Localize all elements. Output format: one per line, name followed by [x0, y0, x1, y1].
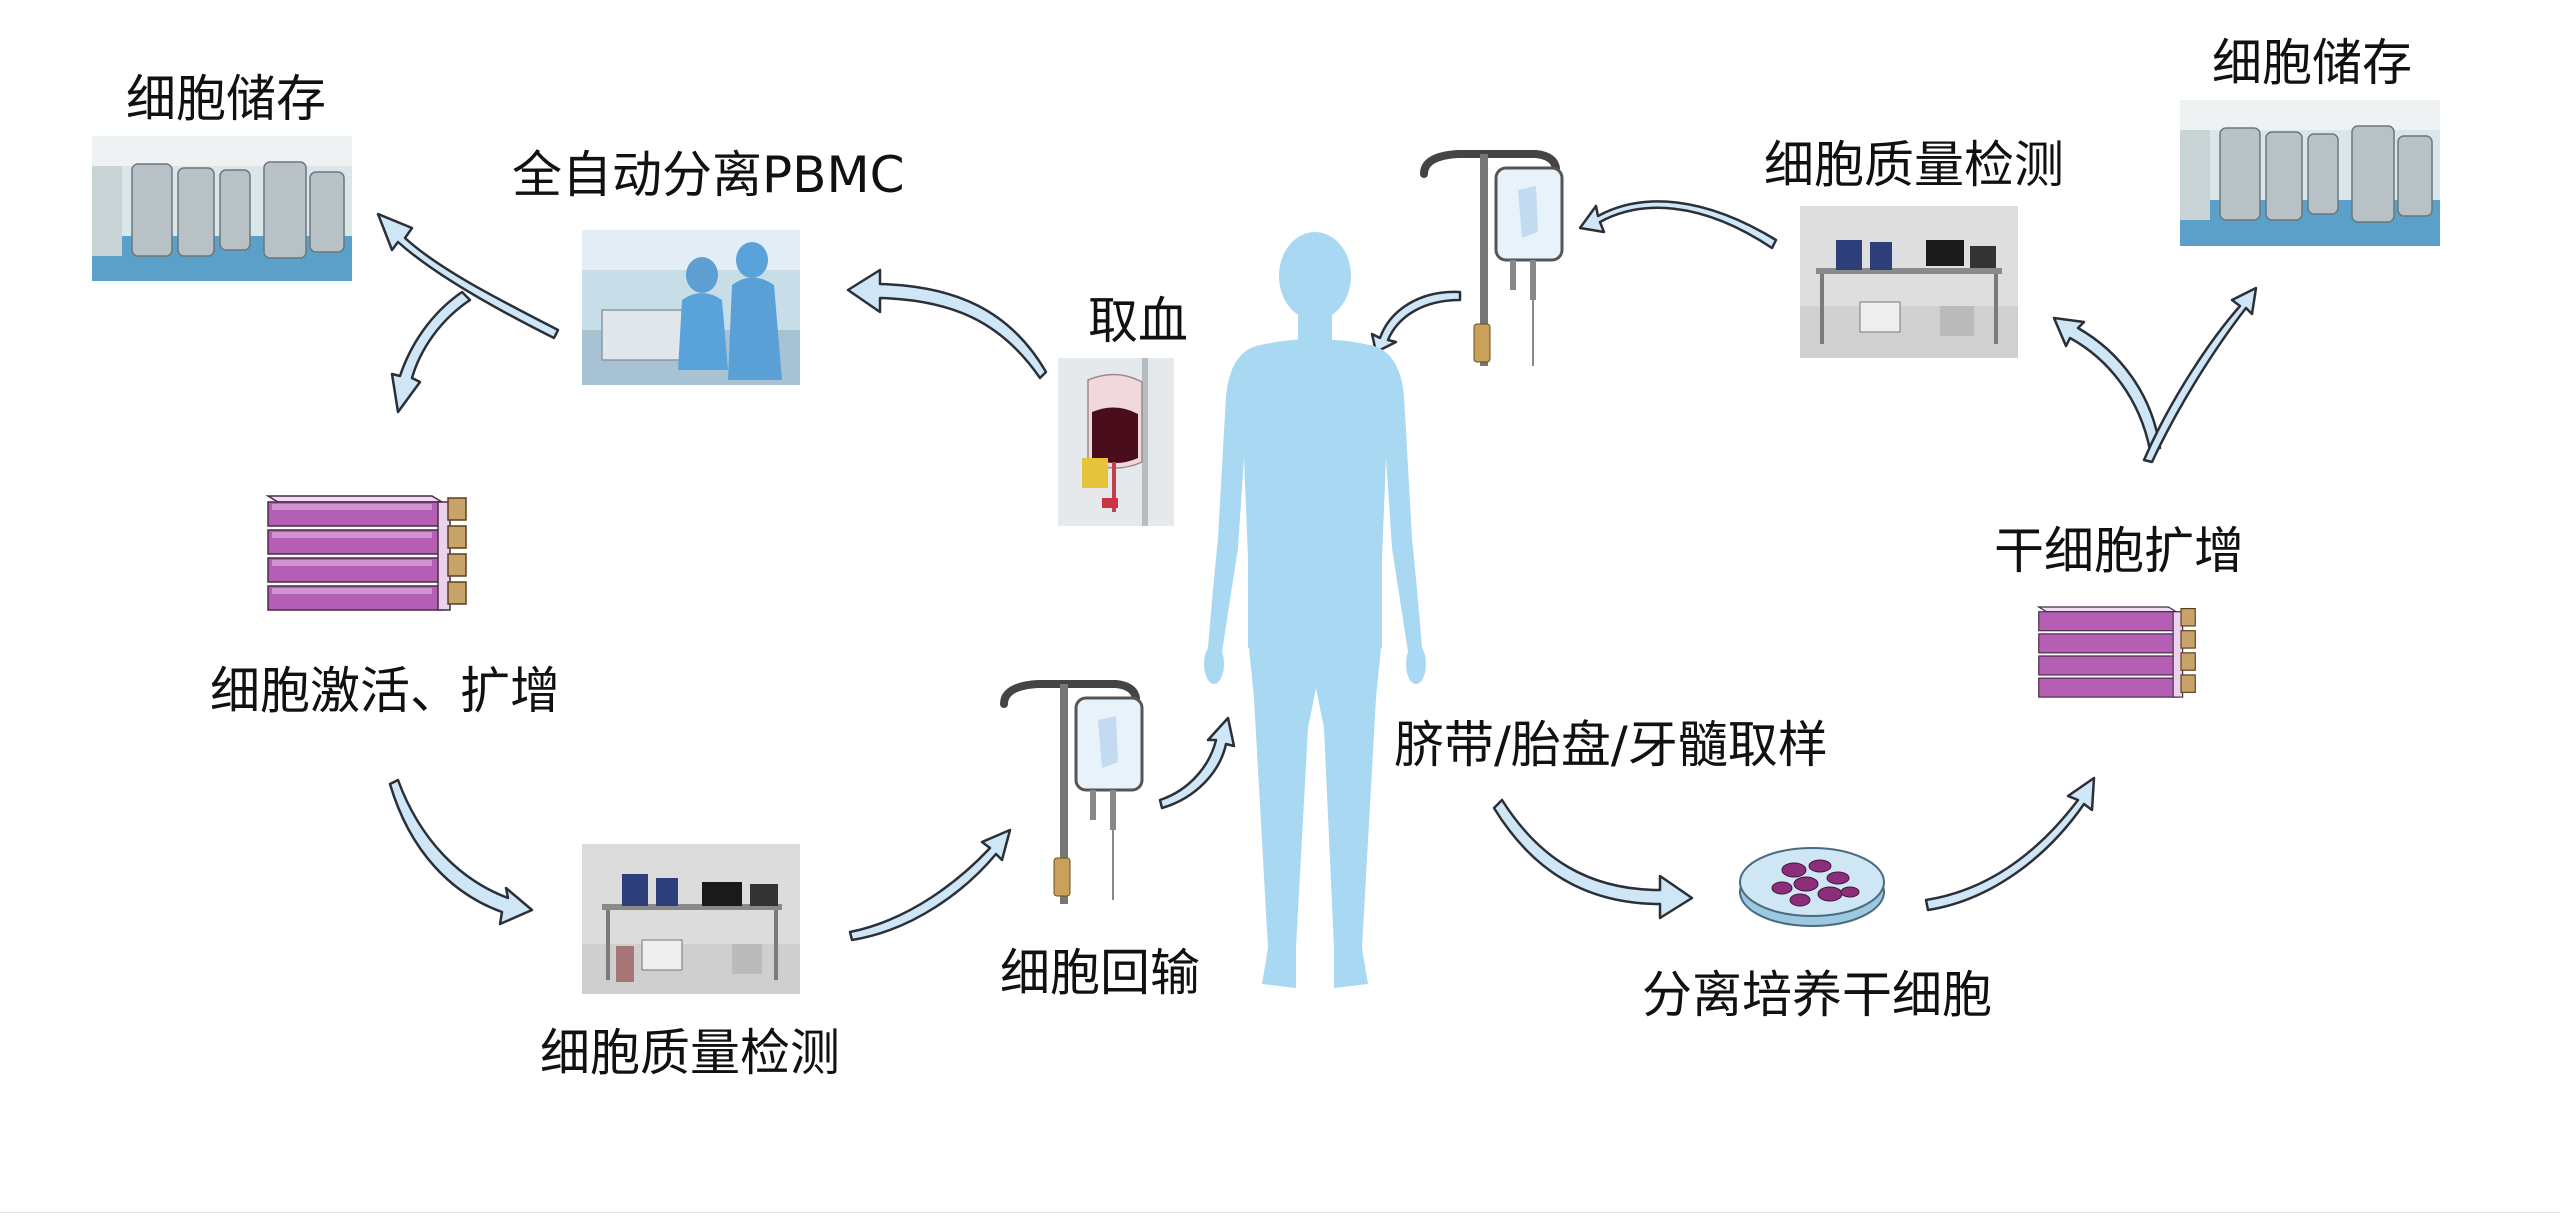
arrow-sampling-to-dish	[1492, 798, 1694, 920]
arrow-expansion-to-qc	[2052, 316, 2162, 452]
petri-dish-icon	[1734, 830, 1890, 934]
left-qc-label: 细胞质量检测	[540, 1024, 840, 1082]
right-lab-equipment-photo	[1800, 206, 2018, 358]
bottom-border	[0, 1212, 2560, 1213]
arrow-activation-to-qc	[388, 778, 534, 926]
left-storage-label: 细胞储存	[126, 70, 326, 128]
arrow-qc-to-iv	[1578, 200, 1778, 250]
blood-draw-label: 取血	[1088, 292, 1188, 350]
left-culture-flask-stack-icon	[262, 488, 472, 628]
human-body-icon	[1186, 228, 1444, 1012]
isolation-label: 分离培养干细胞	[1642, 966, 1992, 1024]
right-culture-flask-stack-icon	[2034, 600, 2200, 712]
left-cryo-storage-photo	[92, 136, 352, 281]
arrow-qc-to-reinfusion	[848, 828, 1012, 942]
expansion-label: 干细胞扩增	[1994, 522, 2244, 580]
arrow-blood-to-pbmc	[846, 268, 1048, 380]
sampling-label: 脐带/胎盘/牙髓取样	[1394, 716, 1828, 774]
arrow-pbmc-to-storage	[376, 212, 560, 340]
cleanroom-photo	[582, 230, 800, 385]
right-storage-label: 细胞储存	[2212, 34, 2412, 92]
pbmc-label: 全自动分离PBMC	[512, 146, 905, 204]
left-lab-equipment-photo	[582, 844, 800, 994]
right-cryo-storage-photo	[2180, 100, 2440, 246]
arrow-pbmc-to-activation	[390, 290, 472, 414]
reinfusion-iv-stand-icon	[998, 676, 1154, 912]
blood-bag-icon	[1058, 358, 1174, 526]
activation-label: 细胞激活、扩增	[210, 662, 560, 720]
right-qc-label: 细胞质量检测	[1764, 136, 2064, 194]
reinfusion-label: 细胞回输	[1000, 944, 1200, 1002]
arrow-expansion-to-storage	[2142, 286, 2258, 464]
right-iv-stand-icon	[1418, 146, 1574, 374]
arrow-dish-to-expansion	[1924, 776, 2096, 912]
